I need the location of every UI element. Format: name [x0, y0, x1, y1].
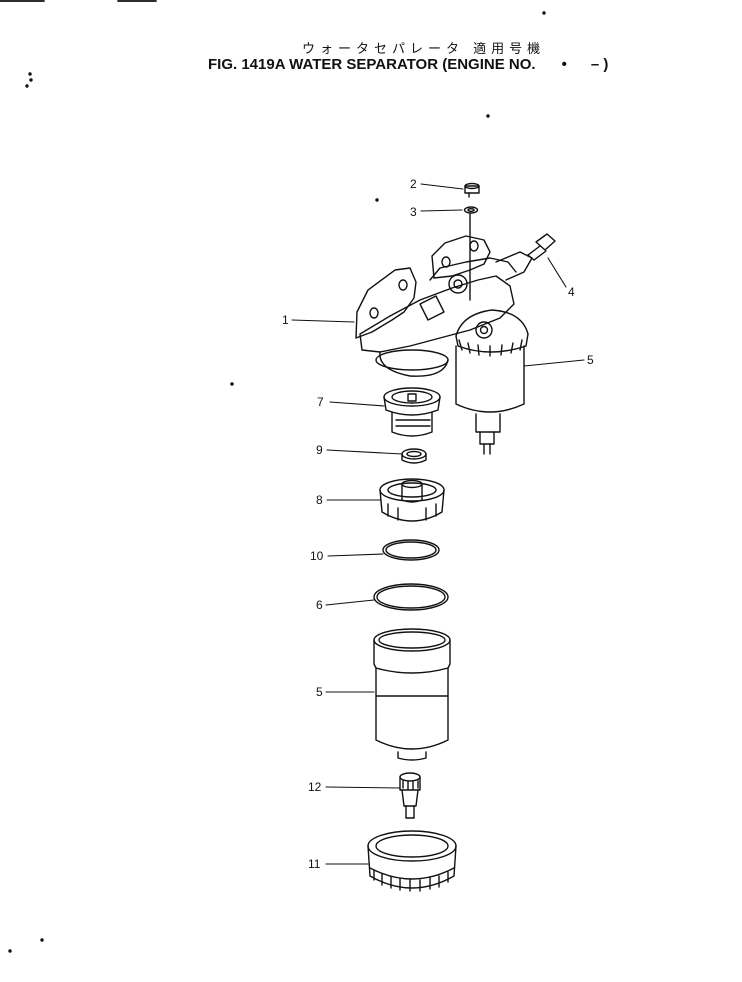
- part-7-cap: [383, 387, 441, 437]
- callout-11: 11: [308, 857, 321, 871]
- engine-no-end: – ): [590, 56, 609, 73]
- callout-2: 2: [410, 177, 417, 191]
- part-10-o-ring: [382, 539, 440, 561]
- callout-5-bowl: 5: [316, 685, 323, 699]
- callout-7: 7: [317, 395, 324, 409]
- callout-1: 1: [282, 313, 289, 327]
- leader-lines: [291, 183, 585, 865]
- callout-6: 6: [316, 598, 323, 612]
- callout-5-assembled: 5: [587, 353, 594, 367]
- callout-9: 9: [316, 443, 323, 457]
- part-5-bowl: [373, 628, 451, 761]
- part-4-bleed-screw: [527, 233, 556, 261]
- callout-4: 4: [568, 285, 575, 299]
- figure-title-japanese: ウォータセパレータ 適用号機: [302, 42, 546, 57]
- part-5-separator-assembled: [455, 309, 529, 455]
- part-6-o-ring: [373, 583, 449, 611]
- part-8-basket: [379, 478, 445, 522]
- scan-marks: [0, 0, 546, 953]
- part-1-head-bracket: [355, 235, 533, 377]
- part-11-ring-nut: [367, 830, 457, 892]
- figure-number: FIG. 1419A: [208, 56, 285, 73]
- callout-labels: 2 3 4 1 5 7 9 8 10 6 5 12 11: [282, 177, 594, 871]
- engine-no-dot: •: [561, 56, 567, 73]
- figure-title: FIG. 1419A WATER SEPARATOR (ENGINE NO. • –…: [208, 56, 608, 73]
- figure-title-main: WATER SEPARATOR (ENGINE NO.: [289, 56, 536, 73]
- part-12-drain-plug: [399, 772, 421, 819]
- callout-3: 3: [410, 205, 417, 219]
- part-3-washer: [463, 206, 479, 214]
- part-9-ring: [401, 448, 427, 464]
- callout-12: 12: [308, 780, 322, 794]
- callout-10: 10: [310, 549, 324, 563]
- part-2-plug: [464, 182, 480, 198]
- callout-8: 8: [316, 493, 323, 507]
